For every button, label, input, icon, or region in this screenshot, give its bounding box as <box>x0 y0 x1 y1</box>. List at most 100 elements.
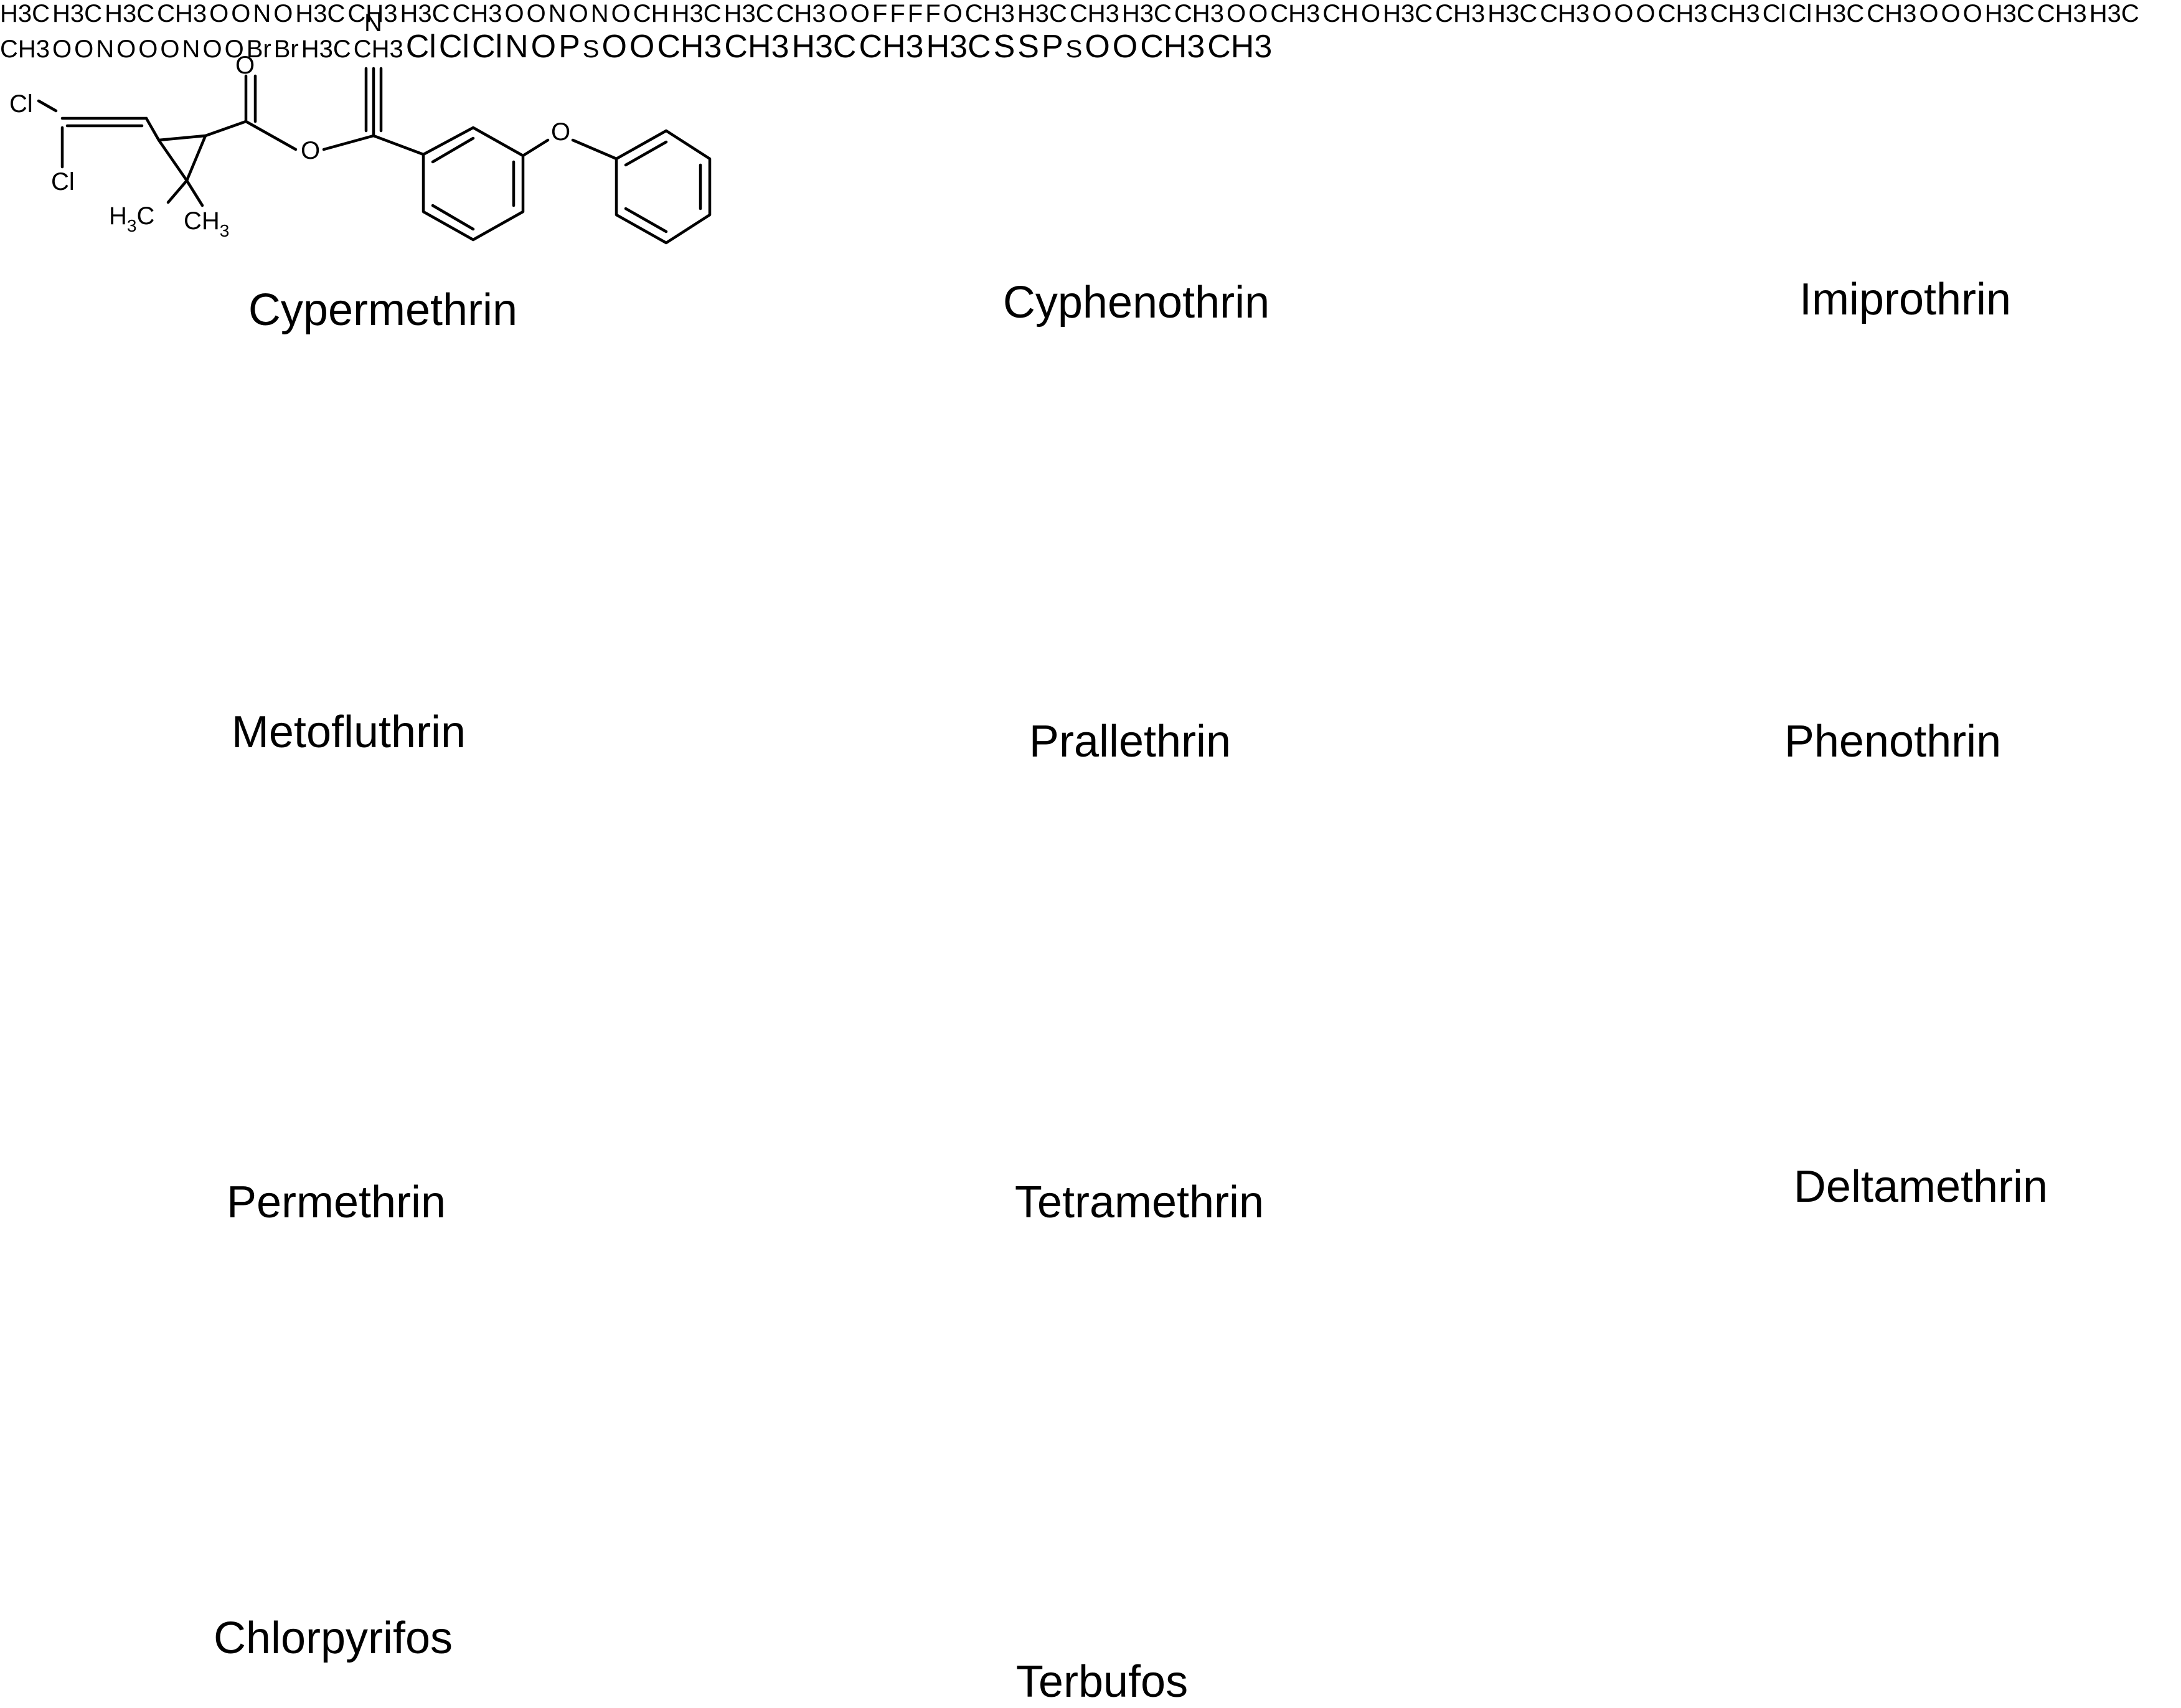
structure-imiprothrin: H3C CH3 H3C CH3 O O N O N O CH <box>295 0 671 27</box>
permethrin-o-carbonyl: O <box>1919 0 1939 27</box>
cypermethrin-o-ether: O <box>551 118 570 146</box>
deltamethrin-n-nitrile: N <box>182 35 200 63</box>
terbufos-s-thioether-2: S <box>1017 29 1039 65</box>
structure-metofluthrin: H3C H3C CH3 O O F F F F O CH3 <box>672 0 1017 27</box>
tetramethrin-o-imide-top: O <box>116 35 136 63</box>
chlorpyrifos-o-aryl: O <box>530 29 557 65</box>
cyphenothrin-o-ester: O <box>231 0 251 27</box>
tetramethrin-h3c-gem: H3C <box>2089 0 2139 27</box>
chlorpyrifos-cl-bottom: Cl <box>471 29 503 65</box>
phenothrin-ch3-side: CH3 <box>1435 0 1486 27</box>
imiprothrin-h3c-gem: H3C <box>400 0 450 27</box>
imiprothrin-ch-terminal: CH <box>633 0 669 27</box>
chlorpyrifos-cl-top-left: Cl <box>405 29 436 65</box>
metofluthrin-o-ether: O <box>943 0 963 27</box>
imiprothrin-ch3-side: CH3 <box>347 0 398 27</box>
phenothrin-o-carbonyl: O <box>1592 0 1612 27</box>
imiprothrin-n1: N <box>548 0 567 27</box>
metofluthrin-h3c: H3C <box>671 0 722 27</box>
terbufos-s-thiono: S <box>1065 35 1083 63</box>
metofluthrin-f-right: F <box>907 0 923 27</box>
imiprothrin-n3: N <box>590 0 609 27</box>
structure-prallethrin: H3C CH3 H3C CH3 O O CH3 CH O <box>1017 0 1383 27</box>
chlorpyrifos-s: S <box>582 35 600 63</box>
terbufos-s-thioether-1: S <box>993 29 1015 65</box>
cyphenothrin-o-ether: O <box>273 0 293 27</box>
cyphenothrin-ch3-gem: CH3 <box>157 0 207 27</box>
label-chlorpyrifos: Chlorpyrifos <box>213 1613 453 1663</box>
metofluthrin-f-bottom: F <box>925 0 941 27</box>
tetramethrin-o-imide-bottom: O <box>138 35 158 63</box>
metofluthrin-f-left: F <box>872 0 888 27</box>
cyphenothrin-n-nitrile: N <box>253 0 271 27</box>
cypermethrin-o-carbonyl: O <box>235 52 255 79</box>
chlorpyrifos-n-pyridine: N <box>505 29 529 65</box>
structure-chlorpyrifos: Cl Cl Cl N O P S O O CH3 CH3 <box>406 29 792 65</box>
terbufos-h3c-bottom: H3C <box>926 29 991 65</box>
chlorpyrifos-o-ethyl-1: O <box>601 29 627 65</box>
deltamethrin-o-ether: O <box>160 35 180 63</box>
metofluthrin-h3c-gem: H3C <box>723 0 774 27</box>
chlorpyrifos-cl-top-right: Cl <box>438 29 469 65</box>
metofluthrin-o-ester: O <box>850 0 870 27</box>
deltamethrin-ch3-gem: CH3 <box>353 35 403 63</box>
prallethrin-o-1: O <box>1226 0 1246 27</box>
chlorpyrifos-p: P <box>558 29 580 65</box>
deltamethrin-o-carbonyl: O <box>224 35 244 63</box>
chlorpyrifos-ch3-1: CH3 <box>657 29 722 65</box>
cyphenothrin-h3c-top: H3C <box>0 0 50 27</box>
permethrin-o-ether: O <box>1962 0 1982 27</box>
prallethrin-ch3-gem: CH3 <box>1174 0 1224 27</box>
imiprothrin-o-urea: O <box>568 0 588 27</box>
imiprothrin-o-carbonyl: O <box>504 0 524 27</box>
structure-cyphenothrin: H3C H3C H3C CH3 O O N O <box>0 0 295 27</box>
permethrin-o-ester: O <box>1941 0 1961 27</box>
metofluthrin-o-carbonyl: O <box>828 0 848 27</box>
deltamethrin-br-top: Br <box>246 35 271 63</box>
deltamethrin-o-ester: O <box>202 35 222 63</box>
prallethrin-ch3-chain: CH3 <box>1069 0 1119 27</box>
terbufos-ch3-1: CH3 <box>1140 29 1205 65</box>
permethrin-cl-top: Cl <box>1762 0 1786 27</box>
imiprothrin-h3c-top: H3C <box>295 0 346 27</box>
label-terbufos: Terbufos <box>1015 1657 1189 1707</box>
label-permethrin: Permethrin <box>226 1177 446 1227</box>
deltamethrin-h3c-gem: H3C <box>301 35 351 63</box>
tetramethrin-o-carbonyl: O <box>52 35 72 63</box>
structure-deltamethrin: O N O O Br Br H3C CH3 <box>160 35 405 63</box>
phenothrin-h3c-gem: H3C <box>1487 0 1538 27</box>
structure-tetramethrin: H3C CH3 H3C CH3 O O N O O <box>0 0 2139 63</box>
cypermethrin-cl-top: Cl <box>9 90 33 118</box>
terbufos-h3c-top: H3C <box>791 29 857 65</box>
terbufos-o-ethyl-1: O <box>1085 29 1110 65</box>
phenothrin-ch3-gem: CH3 <box>1540 0 1590 27</box>
prallethrin-h3c-chain: H3C <box>1017 0 1067 27</box>
metofluthrin-ch3-gem: CH3 <box>776 0 826 27</box>
structure-permethrin: Cl Cl H3C CH3 O O O <box>1763 0 1985 27</box>
cyphenothrin-o-carbonyl: O <box>209 0 229 27</box>
tetramethrin-n-imide: N <box>96 35 115 63</box>
tetramethrin-h3c-top: H3C <box>1984 0 2035 27</box>
cypermethrin-n-nitrile: N <box>364 9 382 37</box>
label-cypermethrin: Cypermethrin <box>248 285 518 335</box>
label-deltamethrin: Deltamethrin <box>1793 1162 2048 1212</box>
label-phenothrin: Phenothrin <box>1784 717 2002 767</box>
phenothrin-ch3-vinyl-bottom: CH3 <box>1710 0 1760 27</box>
imiprothrin-o-amide: O <box>611 0 631 27</box>
imiprothrin-o-ester: O <box>526 0 546 27</box>
phenothrin-o-ether: O <box>1636 0 1656 27</box>
cyphenothrin-h3c-bottom: H3C <box>52 0 103 27</box>
terbufos-ch3-2: CH3 <box>1207 29 1273 65</box>
imiprothrin-ch3-gem: CH3 <box>452 0 502 27</box>
chlorpyrifos-ch3-2: CH3 <box>724 29 789 65</box>
structure-phenothrin: H3C CH3 H3C CH3 O O O CH3 CH3 <box>1383 0 1763 27</box>
metofluthrin-ch3-methoxy: CH3 <box>964 0 1015 27</box>
prallethrin-o-2: O <box>1248 0 1268 27</box>
phenothrin-h3c-top: H3C <box>1383 0 1433 27</box>
deltamethrin-br-bottom: Br <box>273 35 299 63</box>
metofluthrin-f-top: F <box>890 0 905 27</box>
permethrin-cl-bottom: Cl <box>1788 0 1812 27</box>
tetramethrin-ch3-side: CH3 <box>2037 0 2087 27</box>
cypermethrin-cl-bottom: Cl <box>51 168 75 196</box>
